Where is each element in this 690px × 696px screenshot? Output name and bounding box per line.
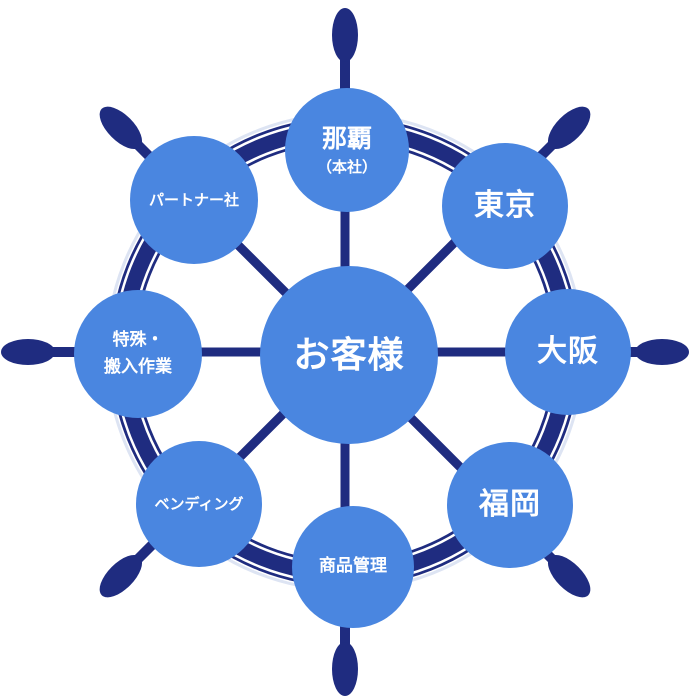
node-naha-hq: 那覇 （本社）: [285, 88, 409, 212]
node-tokushu-label-2: 搬入作業: [104, 357, 172, 377]
node-tokushu-hannyu: 特殊・ 搬入作業: [74, 290, 202, 418]
node-tokyo-label: 東京: [474, 188, 536, 224]
node-vending: ベンディング: [136, 441, 262, 567]
node-osaka: 大阪: [505, 289, 631, 415]
node-tokyo: 東京: [442, 143, 568, 269]
node-tokushu-label-1: 特殊・: [112, 329, 164, 350]
node-naha-sublabel: （本社）: [316, 158, 377, 177]
wheel-handles: [1, 8, 689, 696]
node-fukuoka: 福岡: [447, 442, 573, 568]
node-fukuoka-label: 福岡: [479, 487, 541, 523]
node-shohin-kanri: 商品管理: [292, 506, 414, 628]
node-vending-label: ベンディング: [154, 494, 244, 513]
center-customer: お客様: [260, 266, 438, 444]
node-naha-label: 那覇: [321, 124, 372, 153]
node-partner-label: パートナー社: [148, 190, 239, 209]
center-customer-label: お客様: [293, 334, 405, 376]
node-osaka-label: 大阪: [537, 334, 599, 370]
node-shohin-label: 商品管理: [319, 556, 387, 577]
node-partner: パートナー社: [130, 136, 258, 264]
